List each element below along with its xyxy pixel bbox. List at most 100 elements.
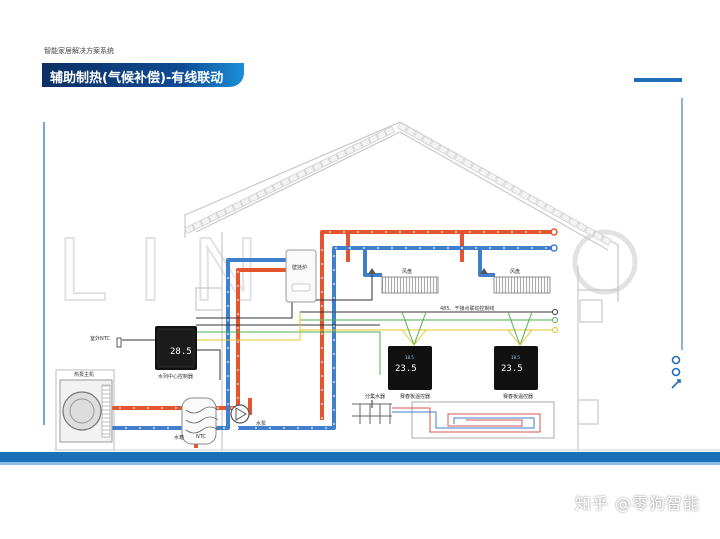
outdoor-ntc-label: 室外NTC — [90, 336, 110, 342]
pipe-joint — [447, 247, 449, 249]
pipe-joint — [413, 231, 415, 233]
pipe-joint — [503, 247, 505, 249]
pipe-joint — [161, 407, 163, 409]
roof-shingle — [519, 190, 531, 201]
pipe-joint — [227, 319, 229, 321]
pipe-joint — [227, 361, 229, 363]
pipe-joint — [525, 231, 527, 233]
roof-shingle — [527, 194, 539, 205]
pipe-joint — [333, 297, 335, 299]
pipe-joint — [363, 247, 365, 249]
fan-coil-right — [493, 276, 551, 294]
house-outline — [55, 121, 619, 451]
watermark: 知乎 @零狗智能 — [574, 494, 700, 513]
pipe-joint — [333, 395, 335, 397]
svg-text:LIN: LIN — [58, 220, 288, 320]
roof-shingle — [360, 137, 372, 148]
pipe-joint — [405, 247, 407, 249]
roof-shingle — [568, 217, 580, 228]
roof-shingle — [208, 212, 220, 223]
pipe-joint — [227, 333, 229, 335]
pipe-joint — [385, 231, 387, 233]
pipe-joint — [125, 427, 127, 429]
pipe-joint — [237, 355, 239, 357]
pipe-joint — [433, 247, 435, 249]
pipe-joint — [227, 291, 229, 293]
pipe-joint — [227, 347, 229, 349]
wall-boiler — [285, 249, 317, 303]
hot-outlet — [550, 228, 558, 236]
roof-shingle — [352, 141, 364, 152]
fan-coil-right-label: 风盘 — [510, 269, 521, 275]
pipe-joint — [469, 231, 471, 233]
svg-text:23.5: 23.5 — [395, 364, 417, 374]
roof-shingle — [224, 204, 236, 215]
pipe-joint — [321, 389, 323, 391]
pipe-joint — [237, 369, 239, 371]
pipe-joint — [269, 427, 271, 429]
pipe-joint — [475, 247, 477, 249]
roof-shingle — [600, 235, 612, 246]
roof-shingle — [232, 200, 244, 211]
pipe-joint — [311, 427, 313, 429]
ground-line — [0, 449, 720, 465]
pipe-joint — [237, 341, 239, 343]
roof-shingle — [280, 177, 292, 187]
roof-shingle — [328, 153, 340, 164]
roof-shingle — [368, 133, 380, 144]
roof-shingle — [535, 199, 547, 210]
tank-ntc-label: NTC — [196, 434, 206, 440]
roof-shingle — [576, 221, 588, 233]
pipe-joint — [391, 247, 393, 249]
pipe-joint — [333, 339, 335, 341]
pipe-joint — [227, 389, 229, 391]
pipe-joint — [511, 231, 513, 233]
pump-label: 水泵 — [256, 421, 267, 427]
pipe-joint — [255, 427, 257, 429]
pipe-joint — [237, 313, 239, 315]
thermostat-left: 23.5 18.5 — [388, 346, 432, 390]
svg-text:23.5: 23.5 — [501, 364, 523, 374]
pipe-joint — [321, 333, 323, 335]
pipe-joint — [461, 247, 463, 249]
pipe-joint — [483, 231, 485, 233]
thermostat-right-label: 赛春板温控器 — [503, 394, 534, 400]
pipe-joint — [175, 407, 177, 409]
cold-outlet — [550, 244, 558, 252]
roof-shingle — [421, 135, 433, 146]
page-title: 辅助制热(气候补偿)-有线联动 — [50, 71, 224, 86]
wire-end — [552, 327, 558, 333]
roof-shingle — [470, 162, 482, 174]
section-subtitle: 智能家居解决方案系统 — [44, 47, 114, 55]
pipe-joint — [283, 427, 285, 429]
pipe-joint — [497, 231, 499, 233]
roof-shingle — [296, 169, 308, 180]
roof-shingle — [200, 216, 212, 227]
roof-shingle — [384, 126, 396, 136]
pipe-joint — [237, 397, 239, 399]
pipe-joint — [237, 271, 239, 273]
fan-coil-left — [381, 276, 439, 294]
control-wires — [122, 275, 552, 408]
background-watermark-text: LIN — [57, 219, 638, 321]
floor-heating-loop — [392, 401, 555, 439]
pipe-joint — [531, 247, 533, 249]
pipe-joint — [399, 231, 401, 233]
roof-shingle — [312, 161, 324, 172]
pipe-joint — [237, 427, 239, 429]
roof-shingle — [494, 176, 506, 187]
pipe-joint — [321, 375, 323, 377]
pipe-joint — [545, 247, 547, 249]
roof-shingle — [511, 185, 523, 196]
pipe-joint — [237, 327, 239, 329]
roof-shingle — [216, 208, 228, 219]
pipe-joint — [489, 247, 491, 249]
roof-shingle — [454, 153, 466, 165]
water-pump — [230, 404, 250, 424]
pipe-joint — [139, 427, 141, 429]
pipe-joint — [217, 407, 219, 409]
manifold — [352, 403, 392, 424]
pipe-joint — [517, 247, 519, 249]
thermostat-left-label: 赛春板温控器 — [400, 394, 431, 400]
